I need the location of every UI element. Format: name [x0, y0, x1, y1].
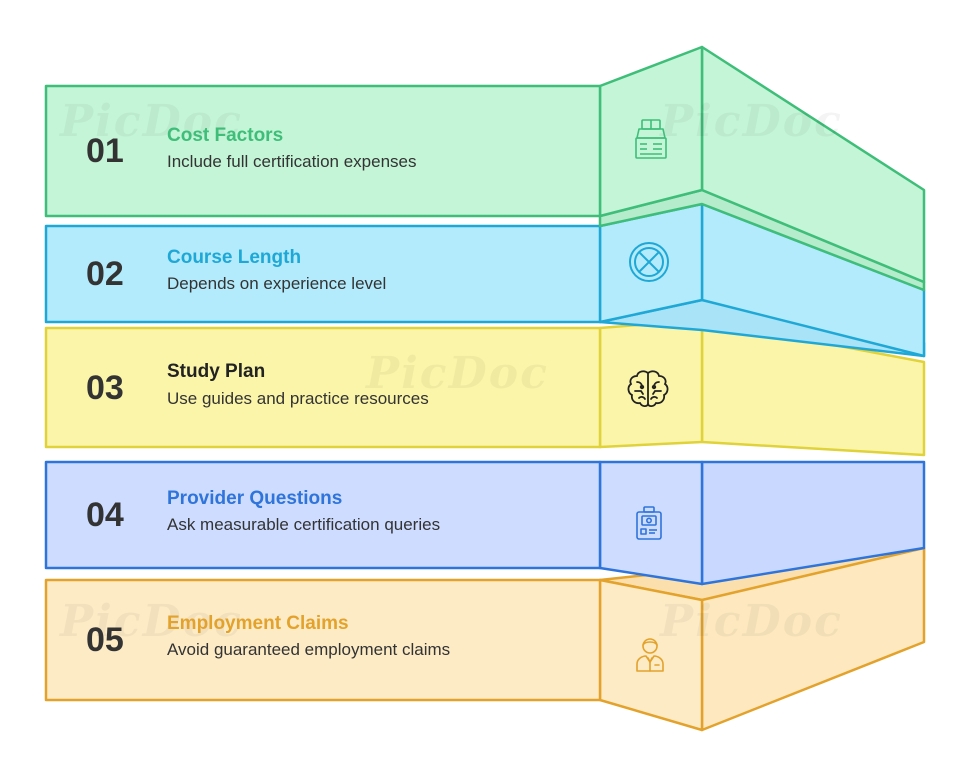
step-1-title: Cost Factors [167, 125, 284, 146]
cash-register-icon [635, 119, 667, 159]
step-4-description: Ask measurable certification queries [167, 515, 441, 534]
step-3-description: Use guides and practice resources [167, 389, 429, 408]
step-2-title: Course Length [167, 247, 302, 268]
step-1-shape [44, 45, 926, 292]
step-2-shape [44, 202, 926, 358]
step-1-description: Include full certification expenses [167, 152, 417, 171]
crossed-circle-icon [629, 242, 669, 282]
step-5-description: Avoid guaranteed employment claims [167, 640, 451, 659]
employee-icon [636, 638, 664, 672]
step-1-band [44, 84, 602, 218]
id-badge-icon [636, 506, 662, 540]
step-4-band [44, 460, 602, 570]
brain-icon [627, 370, 669, 408]
step-4-number: 04 [86, 496, 124, 534]
step-3-title: Study Plan [167, 361, 266, 382]
step-5-number: 05 [86, 621, 124, 659]
step-5-shape [44, 546, 926, 732]
step-1-number: 01 [86, 132, 124, 170]
step-4-title: Provider Questions [167, 488, 343, 509]
step-2-description: Depends on experience level [167, 274, 387, 293]
step-2-number: 02 [86, 255, 124, 293]
step-4-shape [44, 460, 926, 586]
step-3-band [44, 326, 602, 449]
step-5-band [44, 578, 602, 702]
step-2-band [44, 224, 602, 324]
step-3-number: 03 [86, 369, 124, 407]
step-5-title: Employment Claims [167, 613, 349, 634]
